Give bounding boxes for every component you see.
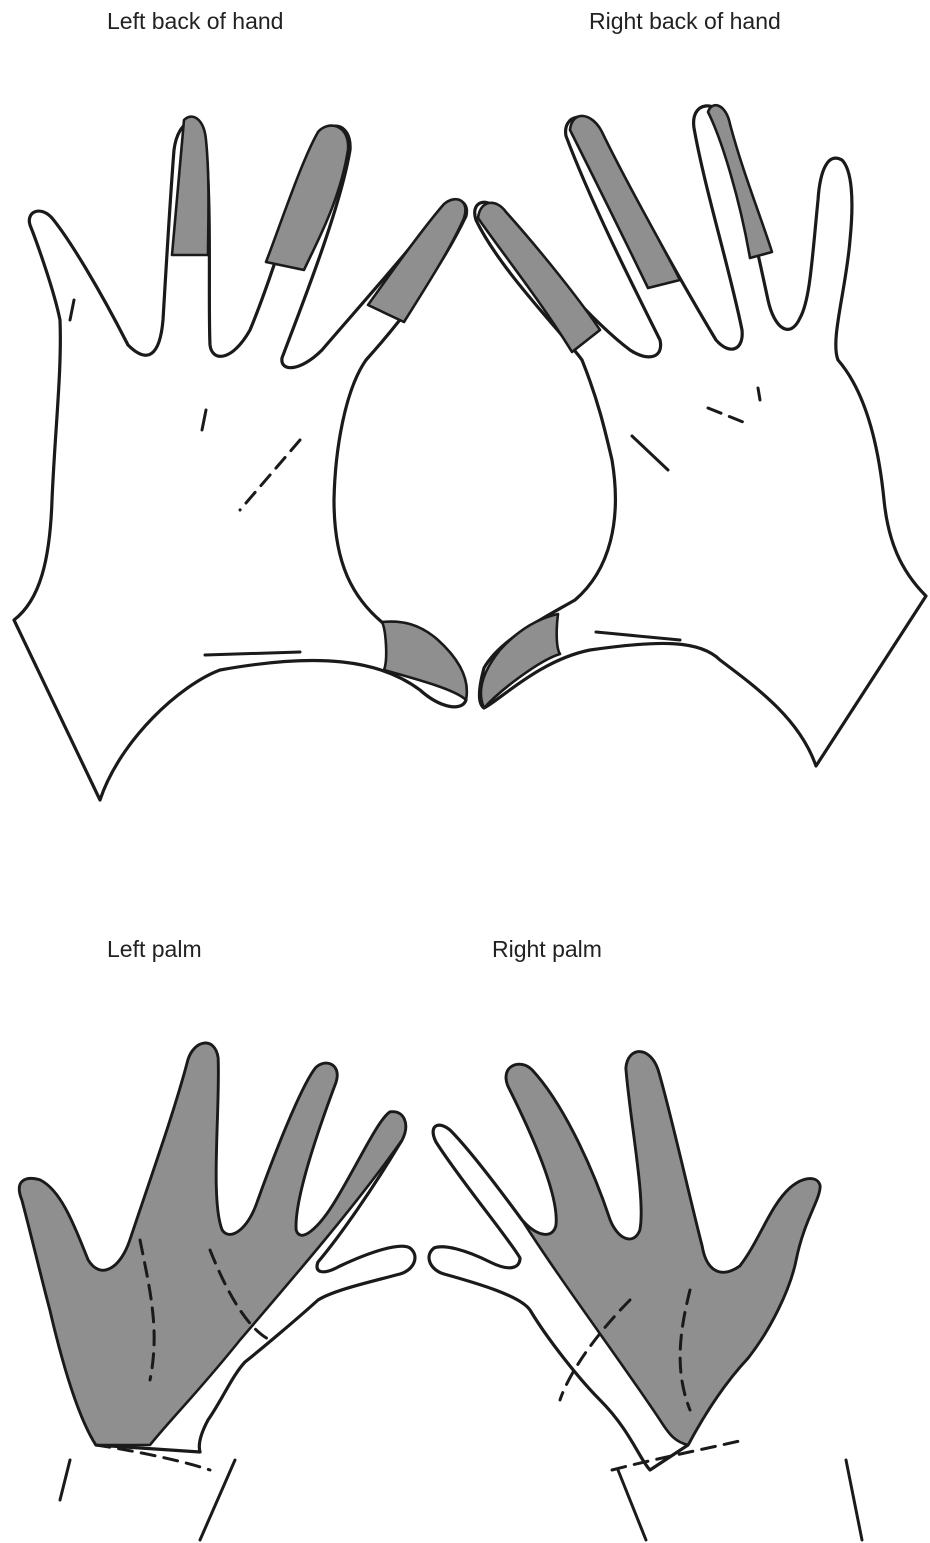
right-palm-wrist-r: [846, 1460, 862, 1540]
left-palm: [19, 1043, 415, 1540]
right-palm: [429, 1052, 862, 1540]
right-back-mark-4: [758, 388, 760, 400]
right-back-outline: [475, 106, 926, 766]
right-palm-shade: [506, 1052, 820, 1445]
left-palm-wrist-r: [200, 1460, 235, 1540]
left-palm-wrist-l: [60, 1460, 70, 1500]
left-back-shade-ring: [368, 199, 465, 322]
left-back-of-hand: [14, 117, 467, 800]
right-palm-wrist-l: [618, 1470, 646, 1540]
left-back-shade-middle: [266, 126, 348, 270]
left-back-outline: [14, 122, 467, 800]
right-back-of-hand: [475, 105, 926, 766]
right-back-shade-ring: [478, 203, 600, 352]
